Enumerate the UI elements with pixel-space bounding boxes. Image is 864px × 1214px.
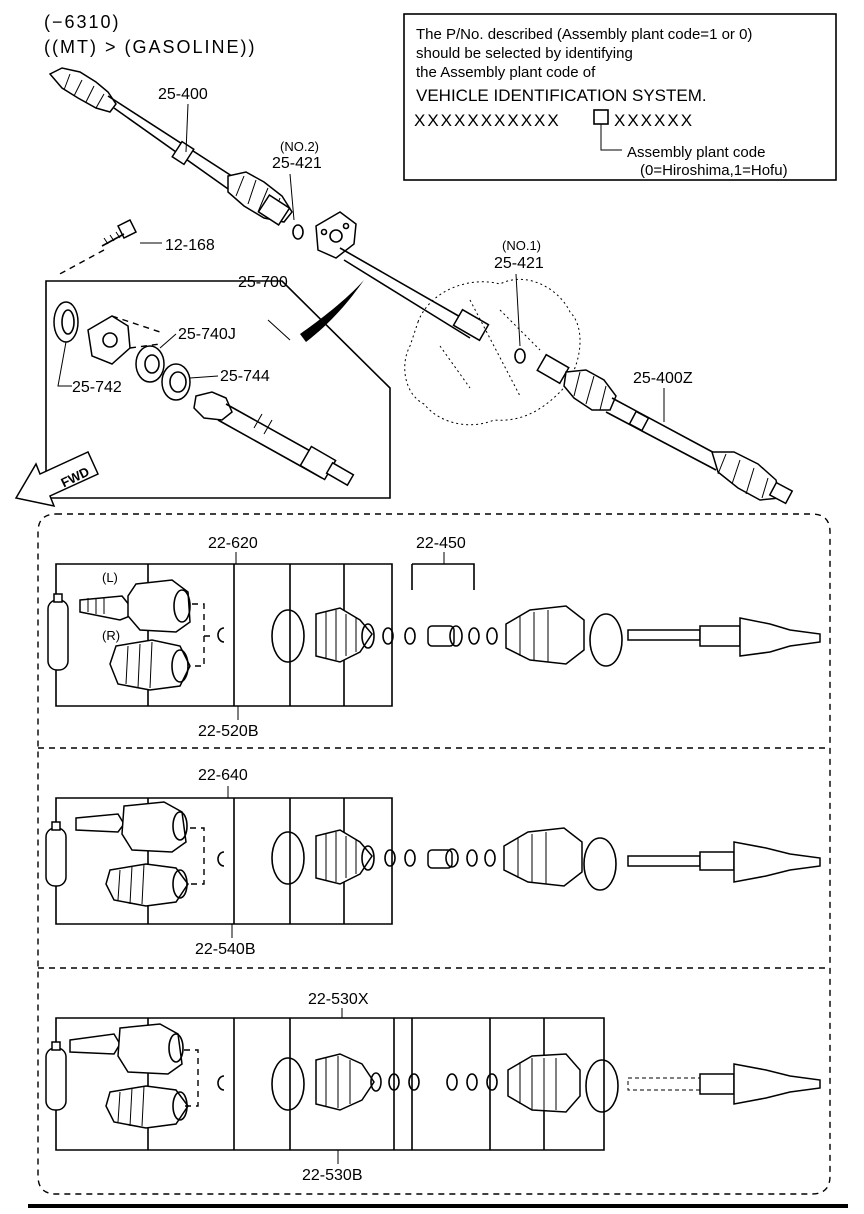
- circlip-no1: [514, 348, 526, 364]
- variants-frame: [37, 513, 831, 1195]
- label-25-400: 25-400: [158, 86, 208, 103]
- bolt-12-168: [101, 218, 138, 247]
- label-side-l: (L): [102, 570, 118, 585]
- panel2-parts: [45, 801, 821, 907]
- label-25-400z: 25-400Z: [633, 370, 693, 387]
- note-plant-code: Assembly plant code: [627, 144, 765, 161]
- note-plant-code-values: (0=Hiroshima,1=Hofu): [640, 162, 788, 179]
- label-25-740j: 25-740J: [178, 326, 236, 343]
- header-year-range: (−6310): [44, 12, 121, 32]
- label-12-168: 12-168: [165, 237, 215, 254]
- inset-joint-shaft: [193, 391, 355, 487]
- bearing-support-bracket: [315, 211, 357, 259]
- left-driveshaft-assembly: [48, 67, 293, 226]
- transaxle-outline: [404, 278, 581, 426]
- label-22-450: 22-450: [416, 535, 466, 552]
- label-22-530x: 22-530X: [308, 991, 369, 1008]
- vin-pattern-left: XXXXXXXXXXX: [414, 111, 561, 130]
- note-line-4: VEHICLE IDENTIFICATION SYSTEM.: [416, 86, 707, 105]
- label-25-421-no1: 25-421: [494, 255, 544, 272]
- label-22-540b: 22-540B: [195, 941, 256, 958]
- label-22-520b: 22-520B: [198, 723, 259, 740]
- label-25-742: 25-742: [72, 379, 122, 396]
- circlip-no2: [292, 224, 304, 240]
- dust-cover-25-744: [161, 363, 191, 401]
- label-22-530b: 22-530B: [302, 1167, 363, 1184]
- oil-seal-25-742: [53, 301, 79, 343]
- panel3-parts: [45, 1023, 821, 1129]
- label-22-620: 22-620: [208, 535, 258, 552]
- label-side-r: (R): [102, 628, 120, 643]
- panel1-parts: [47, 579, 821, 691]
- joint-shaft: [339, 247, 490, 342]
- label-no2: (NO.2): [280, 139, 319, 154]
- note-box: The P/No. described (Assembly plant code…: [403, 13, 837, 181]
- vin-pattern-right: XXXXXX: [614, 111, 694, 130]
- note-line-3: the Assembly plant code of: [416, 64, 596, 81]
- inset-bracket: [87, 315, 161, 365]
- right-driveshaft-assembly: [536, 353, 794, 505]
- label-25-700: 25-700: [238, 274, 288, 291]
- label-25-744: 25-744: [220, 368, 270, 385]
- inset-25-700: [45, 280, 391, 499]
- header-spec: ((MT) > (GASOLINE)): [44, 37, 257, 57]
- label-25-421-no2: 25-421: [272, 155, 322, 172]
- bearing-25-740j: [135, 345, 165, 383]
- vin-plant-code-box: [593, 109, 609, 125]
- label-no1: (NO.1): [502, 238, 541, 253]
- note-line-1: The P/No. described (Assembly plant code…: [416, 26, 752, 43]
- label-22-640: 22-640: [198, 767, 248, 784]
- direction-swoosh: [300, 280, 364, 342]
- note-line-2: should be selected by identifying: [416, 45, 633, 62]
